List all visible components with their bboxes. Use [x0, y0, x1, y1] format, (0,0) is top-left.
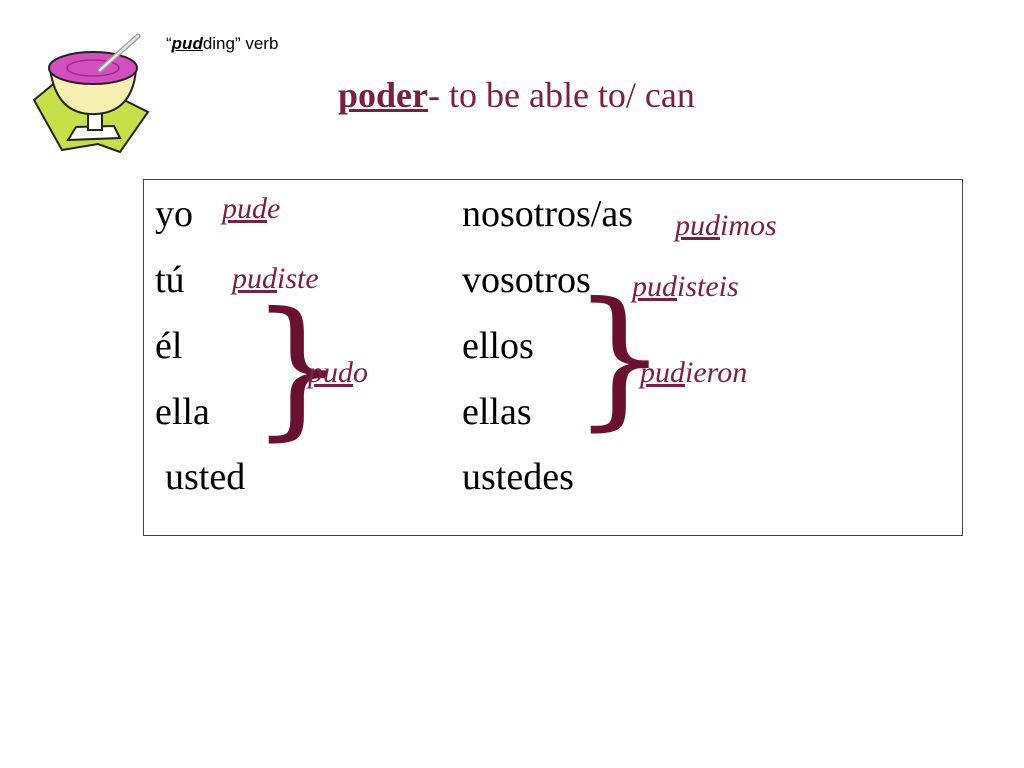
form-tu: pudiste — [232, 262, 319, 295]
pronoun-tu: tú — [155, 259, 185, 301]
pudding-bowl-icon — [32, 33, 150, 154]
pronoun-ellas: ellas — [462, 391, 532, 433]
title-meaning: - to be able to/ can — [428, 75, 695, 115]
conjugation-table — [143, 179, 963, 536]
pronoun-ustedes: ustedes — [462, 456, 574, 498]
singular-brace: } — [250, 281, 346, 455]
plural-brace: } — [572, 271, 668, 445]
form-el-ella-usted: pudo — [308, 356, 368, 389]
pronoun-vosotros: vosotros — [462, 259, 591, 301]
pronoun-usted: usted — [165, 456, 246, 498]
pudding-caption: “pudding” verb — [166, 34, 279, 53]
form-yo: pude — [222, 192, 281, 225]
pronoun-ella: ella — [155, 391, 210, 433]
pronoun-yo: yo — [155, 193, 193, 235]
title-verb: poder — [338, 75, 428, 115]
pronoun-ellos: ellos — [462, 325, 534, 367]
pronoun-nosotros: nosotros/as — [462, 193, 633, 235]
caption-stem: pud — [171, 34, 203, 53]
form-vosotros: pudisteis — [632, 270, 739, 303]
form-nosotros: pudimos — [675, 209, 777, 242]
pronoun-el: él — [155, 325, 183, 367]
form-ellos-ellas-ustedes: pudieron — [640, 356, 748, 389]
page-title: poder- to be able to/ can — [338, 74, 695, 116]
